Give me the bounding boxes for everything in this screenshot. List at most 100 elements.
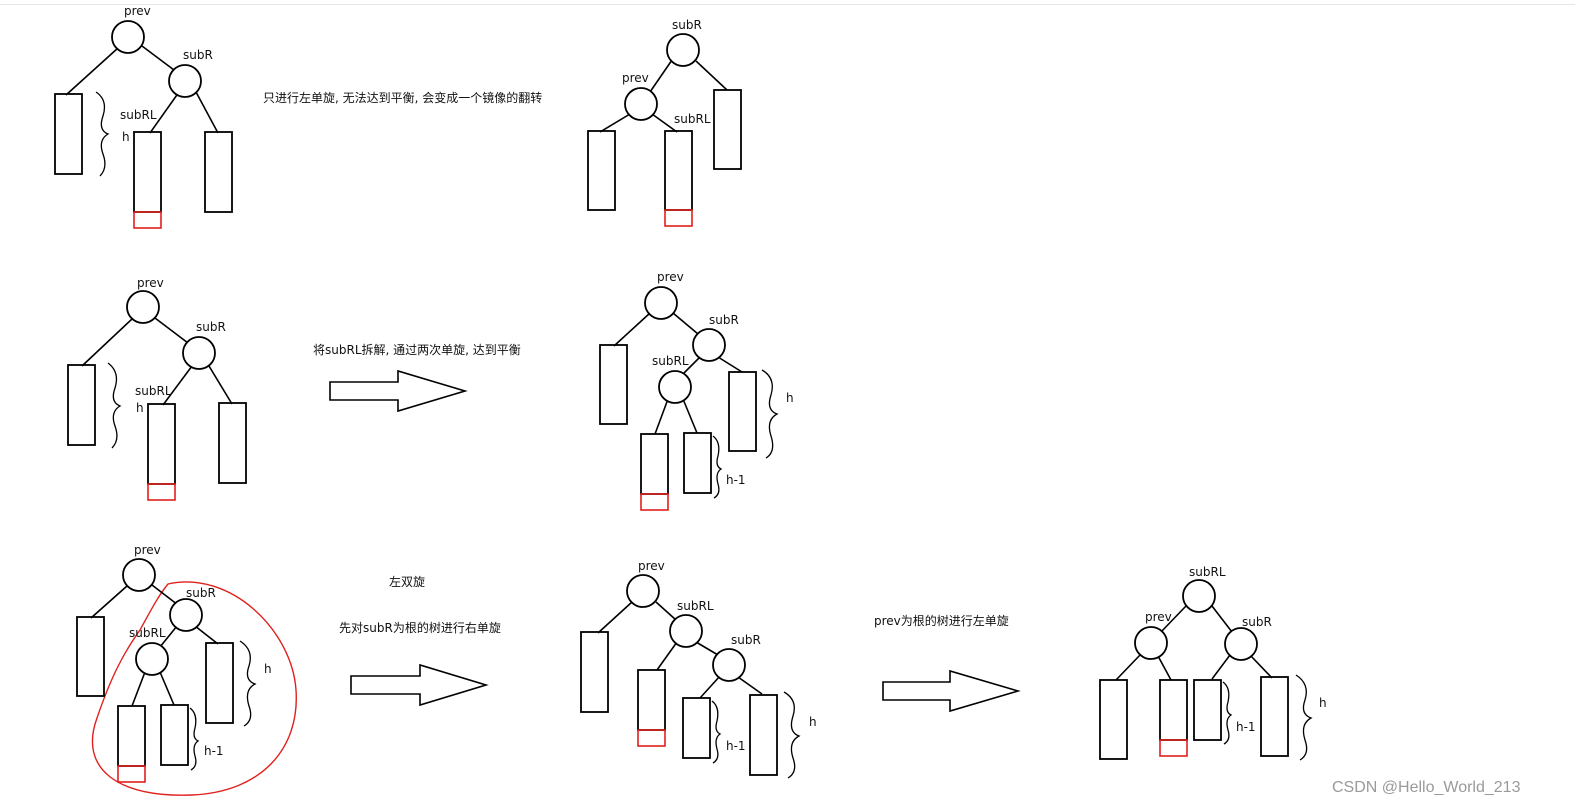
label-subRL: subRL [677, 599, 714, 613]
arrow-right-icon [329, 369, 468, 413]
label-subR: subR [196, 320, 226, 334]
label-subR: subR [709, 313, 739, 327]
height-brace [95, 91, 110, 177]
node-prev [644, 286, 678, 320]
arrow-right-icon [882, 669, 1021, 713]
label-h: h [122, 130, 130, 144]
subtree-subRL-right [160, 704, 189, 766]
row3-before-tree: prev subR subRL h h-1 [76, 543, 297, 796]
label-subRL: subRL [652, 354, 689, 368]
label-subRL: subRL [129, 626, 166, 640]
inserted-node-marker [640, 493, 669, 511]
row1-before-tree: prev subR subRL h [54, 4, 233, 229]
node-prev [111, 20, 145, 54]
top-border [0, 0, 1575, 5]
height-brace-h-1 [711, 700, 722, 764]
node-subRL [135, 642, 169, 676]
inserted-node-marker [664, 209, 693, 227]
label-subRL: subRL [135, 384, 172, 398]
subtree-right [205, 642, 234, 724]
node-subRL [1182, 579, 1216, 613]
node-subR [1224, 627, 1258, 661]
label-h: h [786, 391, 794, 405]
label-subRL: subRL [674, 112, 711, 126]
inserted-node-marker [117, 765, 146, 783]
subtree-right [218, 402, 247, 484]
height-brace-h-1 [712, 435, 723, 499]
node-subRL [669, 614, 703, 648]
node-subR [182, 336, 216, 370]
caption-step-1: 先对subR为根的树进行右单旋 [339, 620, 501, 635]
subtree-right [713, 89, 742, 170]
subtree-subRL [664, 130, 693, 211]
subtree-right [749, 694, 778, 776]
label-prev: prev [638, 559, 665, 573]
node-subR [169, 598, 203, 632]
subtree-right [204, 131, 233, 213]
subtree-left [580, 631, 609, 713]
subtree-right [728, 371, 757, 452]
label-h: h [809, 715, 817, 729]
subtree-left [54, 93, 83, 175]
subtree-left [587, 130, 616, 211]
node-prev [126, 290, 160, 324]
label-subR: subR [183, 48, 213, 62]
subtree-subRL-left [117, 705, 146, 767]
subtree-subRL-left [640, 433, 669, 495]
row2-before-tree: prev subR subRL h [67, 276, 247, 501]
label-subR: subR [186, 586, 216, 600]
node-prev [624, 87, 658, 121]
subtree-right [1260, 676, 1289, 757]
label-h: h [1319, 696, 1327, 710]
subtree-left [76, 616, 105, 697]
label-subRL: subRL [120, 108, 157, 122]
label-h-1: h-1 [726, 739, 746, 753]
label-subR: subR [731, 633, 761, 647]
label-subRL: subRL [1189, 565, 1226, 579]
label-prev: prev [134, 543, 161, 557]
height-brace-h [239, 640, 257, 727]
row3-after-tree: subRL prev subR h h-1 [1099, 565, 1327, 761]
label-h: h [136, 401, 144, 415]
red-circle-highlight [91, 581, 297, 796]
label-h-1: h-1 [204, 744, 224, 758]
inserted-node-marker [1159, 739, 1188, 757]
node-subR [168, 64, 202, 98]
caption-double-rotation-title: 左双旋 [389, 574, 425, 589]
node-subRL [658, 370, 692, 404]
caption-row1: 只进行左单旋, 无法达到平衡, 会变成一个镜像的翻转 [263, 90, 542, 105]
label-h-1: h-1 [1236, 720, 1256, 734]
inserted-node-marker [637, 729, 666, 747]
subtree-subRL-left [637, 669, 666, 731]
watermark: CSDN @Hello_World_213 [1332, 779, 1521, 796]
subtree-subRL [133, 131, 162, 213]
height-brace-h [761, 369, 779, 459]
subtree-subRL-right [1193, 679, 1222, 741]
caption-row2: 将subRL拆解, 通过两次单旋, 达到平衡 [313, 342, 521, 357]
height-brace [107, 362, 122, 449]
subtree-subRL-right [682, 697, 711, 759]
inserted-node-marker [133, 211, 162, 229]
node-prev [626, 574, 660, 608]
row3-intermediate-tree: prev subRL subR h h-1 [580, 559, 817, 779]
height-brace-h-1 [1222, 681, 1233, 745]
caption-step-2: prev为根的树进行左单旋 [874, 613, 1009, 628]
subtree-left [599, 344, 628, 425]
node-subR [712, 648, 746, 682]
height-brace-h-1 [189, 707, 200, 771]
arrow-right-icon [350, 663, 489, 707]
row2-after-tree: prev subR subRL h h-1 [599, 270, 794, 511]
label-prev: prev [657, 270, 684, 284]
node-subR [666, 33, 700, 67]
label-subR: subR [672, 18, 702, 32]
node-subR [692, 328, 726, 362]
label-prev: prev [124, 4, 151, 18]
height-brace-h [1295, 674, 1313, 761]
height-brace-h [783, 691, 801, 779]
inserted-node-marker [147, 483, 176, 501]
node-prev [122, 558, 156, 592]
label-h-1: h-1 [726, 473, 746, 487]
label-h: h [264, 662, 272, 676]
